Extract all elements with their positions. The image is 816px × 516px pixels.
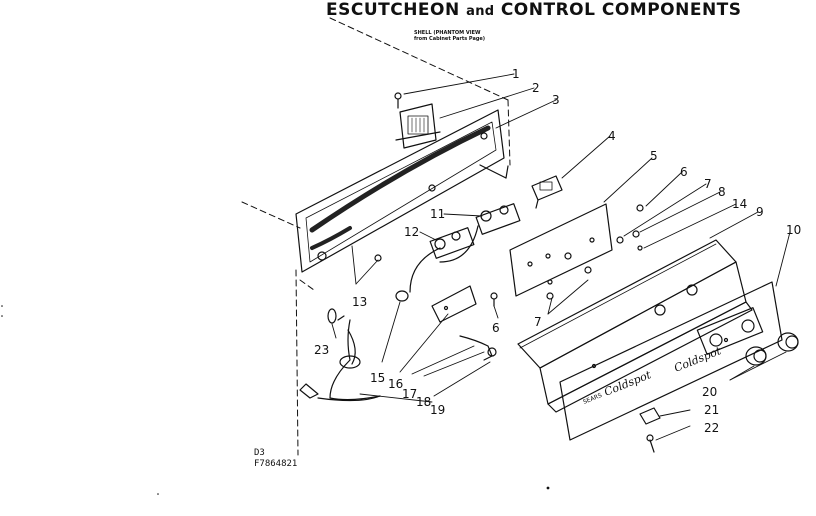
callout-19: 19: [430, 403, 445, 417]
clip-21: [639, 407, 661, 425]
note-line-2: from Cabinet Parts Page): [414, 36, 486, 42]
callout-18: 18: [416, 395, 431, 409]
callout-15: 15: [370, 371, 385, 385]
switch-4: [531, 175, 563, 209]
phantom-shell-outline: [241, 17, 511, 456]
control-11: [475, 203, 521, 235]
overlay-panel-10: [559, 281, 783, 441]
callout-9: 9: [756, 205, 764, 219]
callout-12: 12: [404, 225, 419, 239]
callout-numbers: 1 2 3 4 5 6 7 8 14 9 10 11 12 13 6 7 15 …: [314, 67, 801, 435]
callout-6: 6: [680, 165, 688, 179]
panel-brand-small: SEARS: [582, 392, 603, 406]
drawing-id-line-2: F7864821: [254, 459, 298, 469]
callout-8: 8: [718, 185, 726, 199]
part-15: [395, 290, 409, 302]
title-main: ESCUTCHEON: [326, 0, 460, 20]
screw-1: [394, 92, 402, 109]
drawing-id-line-1: D3: [254, 448, 265, 458]
note-line-1: SHELL (PHANTOM VIEW: [414, 30, 481, 36]
bracket-5: [509, 203, 613, 297]
callout-21: 21: [704, 403, 719, 417]
callout-1: 1: [512, 67, 520, 81]
screw-22: [646, 434, 655, 453]
callout-16: 16: [388, 377, 403, 391]
callout-22: 22: [704, 421, 719, 435]
title-rest: CONTROL COMPONENTS: [500, 0, 742, 20]
callout-11: 11: [430, 207, 445, 221]
plate-16: [431, 285, 477, 323]
diagram-title: ESCUTCHEON and CONTROL COMPONENTS: [326, 0, 742, 20]
title-joiner: and: [466, 4, 495, 19]
leader-lines: [331, 73, 791, 441]
callout-2: 2: [532, 81, 540, 95]
escutcheon-frame: [295, 109, 509, 273]
callout-6-lower: 6: [492, 321, 500, 335]
callout-3: 3: [552, 93, 560, 107]
callout-4: 4: [608, 129, 616, 143]
transformer: [395, 103, 441, 149]
callout-13: 13: [352, 295, 367, 309]
phantom-view-note: SHELL (PHANTOM VIEW from Cabinet Parts P…: [414, 30, 485, 42]
callout-10: 10: [786, 223, 801, 237]
screw-6-lower: [490, 292, 498, 307]
control-12: [429, 227, 475, 259]
callout-5: 5: [650, 149, 658, 163]
screws-upper-right: [546, 204, 644, 300]
knobs-20: [745, 332, 799, 366]
screw-13: [374, 254, 382, 262]
callout-7: 7: [704, 177, 712, 191]
callout-14: 14: [732, 197, 747, 211]
callout-23: 23: [314, 343, 329, 357]
panel-signature: Coldspot: [672, 344, 723, 375]
front-panel-9: [517, 239, 753, 413]
callout-17: 17: [402, 387, 417, 401]
part-23: [327, 308, 337, 324]
drawing-id: D3 F7864821: [254, 448, 297, 470]
scan-specks: [1, 305, 550, 495]
callout-7-lower: 7: [534, 315, 542, 329]
part-17-18: [459, 335, 497, 361]
wiring-harness: [299, 225, 479, 402]
callout-20: 20: [702, 385, 717, 399]
